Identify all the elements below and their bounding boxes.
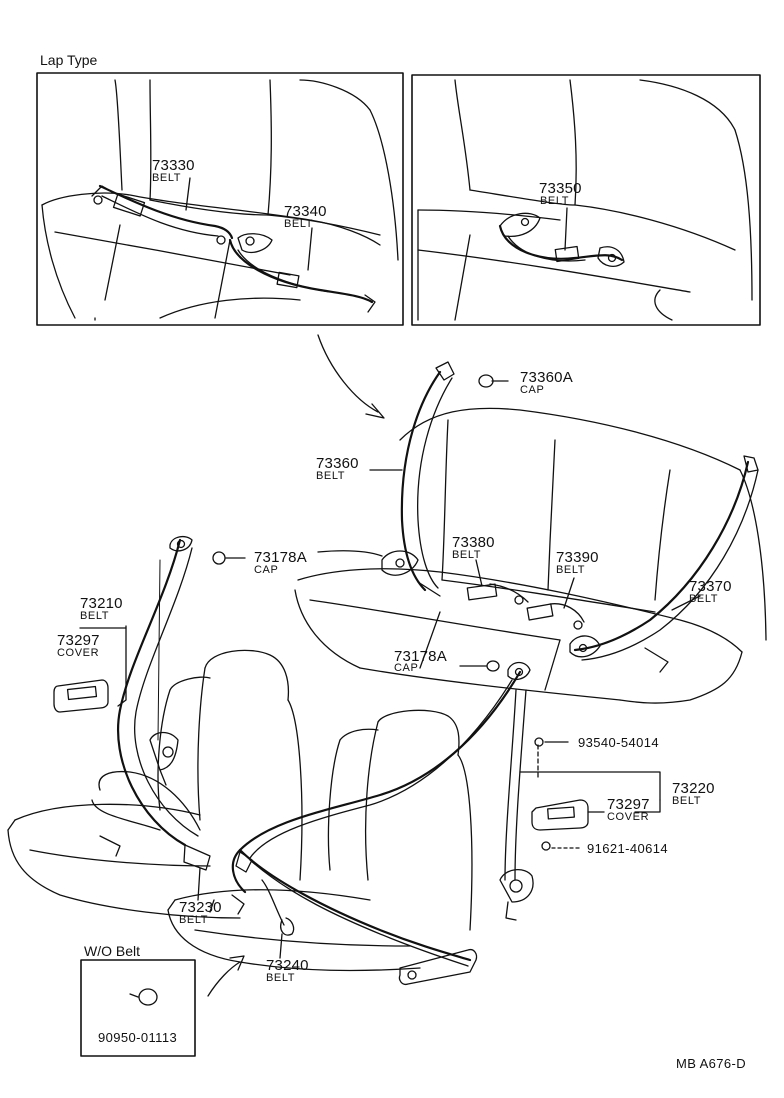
part-73230-name: BELT — [179, 914, 209, 926]
inset-pointer-arrow — [317, 334, 385, 419]
without-belt-title: W/O Belt — [84, 943, 141, 959]
part-73240-number: 73240 — [266, 957, 309, 974]
part-73370-name: BELT — [689, 593, 719, 605]
part-73178A-center-number: 73178A — [394, 648, 447, 665]
belt-73220-shape — [231, 661, 539, 986]
part-73178A-left-number: 73178A — [254, 549, 307, 566]
lap-type-inset-right — [411, 74, 761, 326]
lap-type-inset-left — [36, 72, 404, 326]
part-73390-number: 73390 — [556, 549, 599, 566]
part-73390-name: BELT — [556, 564, 586, 576]
part-73240-name: BELT — [266, 972, 296, 984]
part-73220-number: 73220 — [672, 780, 715, 797]
cover-73297-left-shape — [53, 679, 109, 713]
part-73210-name: BELT — [80, 610, 110, 622]
without-belt-inset — [80, 955, 245, 1057]
part-73210-number: 73210 — [80, 595, 123, 612]
part-73350-number: 73350 — [539, 180, 582, 197]
front-seat-left — [7, 649, 303, 919]
part-73330-number: 73330 — [152, 157, 195, 174]
belt-73360-shape — [381, 361, 455, 597]
rear-bench-seat — [294, 407, 767, 704]
part-73340-number: 73340 — [284, 203, 327, 220]
part-73297-right-name: COVER — [607, 811, 650, 823]
part-73380-name: BELT — [452, 549, 482, 561]
cap-73178A-shapes — [212, 550, 500, 672]
part-73230-number: 73230 — [179, 899, 222, 916]
part-73380-number: 73380 — [452, 534, 495, 551]
drawing-code: MB A676-D — [676, 1056, 747, 1071]
part-73360A-name: CAP — [520, 384, 545, 396]
belt-73210-shape — [91, 535, 201, 847]
part-73178A-center-name: CAP — [394, 662, 419, 674]
part-73360A-number: 73360A — [520, 369, 573, 386]
part-73297-left-name: COVER — [57, 647, 100, 659]
part-73220-name: BELT — [672, 795, 702, 807]
part-73370-number: 73370 — [689, 578, 732, 595]
belt-73370-shape — [569, 455, 759, 673]
part-93540-54014-number: 93540-54014 — [578, 735, 660, 750]
leader-lines — [79, 177, 701, 959]
buckles-73230-73240 — [183, 844, 295, 936]
front-seat-right — [167, 709, 473, 972]
lap-type-heading: Lap Type — [40, 52, 98, 68]
right-hardware-shapes — [519, 737, 661, 851]
part-73178A-left-name: CAP — [254, 564, 279, 576]
buckles-73380-73390 — [466, 583, 585, 630]
part-73330-name: BELT — [152, 172, 182, 184]
part-90950-01113-number: 90950-01113 — [98, 1030, 178, 1045]
part-73350-name: BELT — [540, 195, 570, 207]
cap-73360A-shape — [478, 374, 509, 388]
part-73360-name: BELT — [316, 470, 346, 482]
part-73340-name: BELT — [284, 218, 314, 230]
part-73360-number: 73360 — [316, 455, 359, 472]
part-73297-left-number: 73297 — [57, 632, 100, 649]
part-91621-40614-number: 91621-40614 — [587, 841, 669, 856]
part-73297-right-number: 73297 — [607, 796, 650, 813]
